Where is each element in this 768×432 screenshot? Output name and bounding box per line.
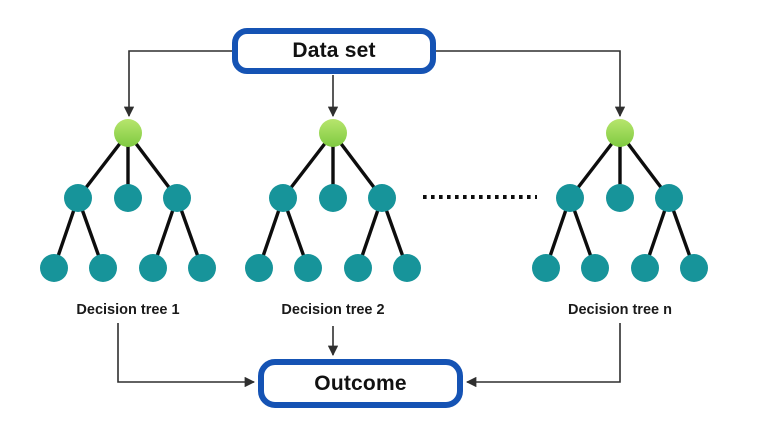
- tree-node: [139, 254, 167, 282]
- dataset-to-tree-n-arrow: [436, 50, 626, 118]
- dataset-node: Data set: [232, 28, 436, 74]
- decision-tree-1: [40, 119, 216, 282]
- tree-node: [393, 254, 421, 282]
- tree-node: [532, 254, 560, 282]
- tree-node: [114, 184, 142, 212]
- outcome-node: Outcome: [258, 359, 463, 408]
- tree-root-node: [319, 119, 347, 147]
- tree-node: [680, 254, 708, 282]
- tree-node: [631, 254, 659, 282]
- tree-node: [581, 254, 609, 282]
- tree-root-node: [606, 119, 634, 147]
- tree-node: [188, 254, 216, 282]
- decision-tree-3: [532, 119, 708, 282]
- tree-node: [269, 184, 297, 212]
- tree-node: [89, 254, 117, 282]
- tree-1-label: Decision tree 1: [76, 302, 180, 318]
- tree-node: [344, 254, 372, 282]
- tree-2-label: Decision tree 2: [281, 302, 385, 318]
- dataset-to-tree1-arrow: [123, 50, 232, 118]
- tree-node: [368, 184, 396, 212]
- tree-node: [655, 184, 683, 212]
- tree-node: [294, 254, 322, 282]
- tree-node: [319, 184, 347, 212]
- tree-node: [556, 184, 584, 212]
- decision-tree-2: [245, 119, 421, 282]
- tree-n-label: Decision tree n: [568, 302, 672, 318]
- dataset-label: Data set: [292, 39, 376, 62]
- tree-node: [606, 184, 634, 212]
- tree-node: [40, 254, 68, 282]
- tree-node: [245, 254, 273, 282]
- tree-node: [64, 184, 92, 212]
- tree-node: [163, 184, 191, 212]
- tree1-to-outcome-arrow: [117, 323, 256, 388]
- tree-n-to-outcome-arrow: [465, 323, 621, 388]
- tree-root-node: [114, 119, 142, 147]
- outcome-label: Outcome: [314, 371, 407, 395]
